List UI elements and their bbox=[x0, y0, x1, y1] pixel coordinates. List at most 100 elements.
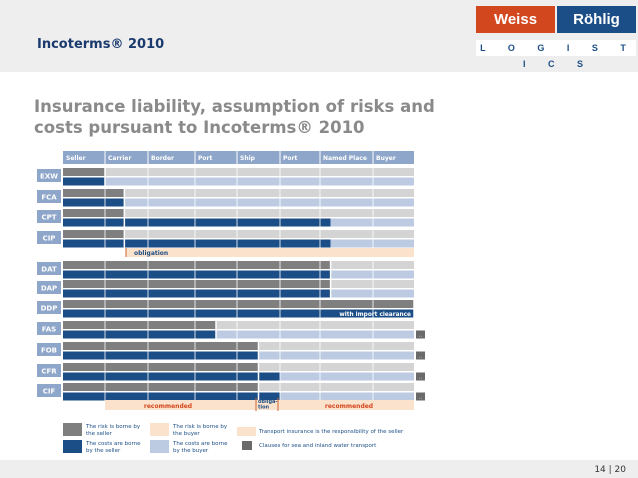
term-code-cip: CIP bbox=[43, 235, 56, 243]
column-header-3: Port bbox=[198, 155, 212, 162]
term-label-box bbox=[37, 210, 61, 223]
cif-insurance-strip bbox=[105, 400, 414, 410]
risk-bar-buyer-cif bbox=[258, 383, 414, 391]
column-header-1: Carrier bbox=[108, 155, 131, 162]
recommended-left-label: recommended bbox=[144, 403, 192, 410]
inland-water-dots: .. bbox=[419, 333, 423, 339]
term-code-fas: FAS bbox=[42, 326, 56, 334]
legend-inland-water-text: Clauses for sea and inland water transpo… bbox=[259, 443, 377, 449]
legend-cost-seller-swatch bbox=[63, 440, 82, 453]
term-code-dap: DAP bbox=[41, 285, 57, 293]
legend-cost-buyer-text: The costs are borne by the buyer bbox=[173, 441, 228, 454]
term-label-box bbox=[37, 322, 61, 335]
legend-inland-water-swatch bbox=[242, 441, 252, 450]
recommended-right-label: recommended bbox=[325, 403, 373, 410]
risk-bar-seller-fob bbox=[63, 342, 259, 350]
logo-tagline: L O G I S T I C S bbox=[476, 40, 636, 69]
cost-bar-buyer-fca bbox=[124, 198, 414, 207]
risk-bar-buyer-fas bbox=[216, 321, 414, 329]
legend-cost-seller-text: The costs are borne by the seller bbox=[86, 441, 141, 454]
cost-bar-seller-cfr bbox=[63, 372, 280, 381]
column-header-2: Border bbox=[151, 155, 174, 162]
term-label-box bbox=[37, 231, 61, 244]
legend-insurance-swatch bbox=[237, 427, 256, 436]
ddp-import-clearance-label: with import clearance bbox=[339, 312, 411, 318]
legend-risk-seller-swatch bbox=[63, 423, 82, 436]
term-code-cif: CIF bbox=[43, 388, 56, 396]
cip-obligation-label: obligation bbox=[134, 250, 168, 257]
page-headline: Insurance liability, assumption of risks… bbox=[34, 97, 435, 137]
inland-water-marker-cif bbox=[416, 392, 425, 401]
term-label-box bbox=[37, 169, 61, 182]
cost-bar-seller-fob bbox=[63, 351, 259, 360]
risk-bar-seller-cfr bbox=[63, 363, 259, 371]
risk-bar-seller-fas bbox=[63, 321, 216, 329]
cost-bar-buyer-exw bbox=[105, 177, 414, 186]
term-label-box bbox=[37, 343, 61, 356]
column-header-6: Named Place bbox=[323, 155, 367, 162]
cost-bar-seller-cif bbox=[63, 392, 280, 401]
risk-bar-buyer-exw bbox=[105, 168, 414, 176]
inland-water-dots: .. bbox=[419, 375, 423, 381]
risk-bar-seller-dat bbox=[63, 261, 331, 269]
cost-bar-buyer-cif bbox=[280, 392, 414, 401]
term-code-cpt: CPT bbox=[41, 214, 56, 222]
term-code-dat: DAT bbox=[41, 266, 57, 274]
cost-bar-buyer-dat bbox=[330, 270, 414, 279]
logo-rohlig: Röhlig bbox=[557, 6, 636, 33]
cost-bar-seller-exw bbox=[63, 177, 105, 186]
inland-water-dots: .. bbox=[419, 354, 423, 360]
risk-bar-seller-ddp bbox=[63, 300, 414, 308]
risk-bar-buyer-fob bbox=[258, 342, 414, 350]
document-title: Incoterms® 2010 bbox=[37, 37, 165, 52]
risk-bar-buyer-dat bbox=[330, 261, 414, 269]
inland-water-dots: .. bbox=[419, 395, 423, 401]
column-header-4: Ship bbox=[240, 155, 256, 162]
term-code-exw: EXW bbox=[40, 173, 58, 181]
cost-bar-buyer-cpt bbox=[330, 218, 414, 227]
risk-bar-seller-dap bbox=[63, 280, 331, 288]
term-label-box bbox=[37, 384, 61, 397]
chart-header-row bbox=[63, 151, 414, 164]
term-code-fob: FOB bbox=[41, 347, 57, 355]
cost-bar-buyer-dap bbox=[330, 289, 414, 298]
cost-bar-buyer-cfr bbox=[280, 372, 414, 381]
cost-bar-seller-fas bbox=[63, 330, 216, 339]
term-label-box bbox=[37, 364, 61, 377]
risk-bar-seller-cif bbox=[63, 383, 259, 391]
column-header-5: Port bbox=[283, 155, 297, 162]
risk-bar-buyer-dap bbox=[330, 280, 414, 288]
term-code-fca: FCA bbox=[41, 194, 57, 202]
cif-obligation-label: obliga-tion bbox=[258, 399, 277, 411]
risk-bar-seller-cip bbox=[63, 230, 125, 238]
risk-bar-buyer-fca bbox=[124, 189, 414, 197]
legend-insurance-text: Transport insurance is the responsibilit… bbox=[259, 429, 404, 435]
cost-bar-seller-dat bbox=[63, 270, 331, 279]
risk-bar-buyer-cip bbox=[124, 230, 414, 238]
risk-bar-seller-exw bbox=[63, 168, 105, 176]
cost-bar-seller-ddp bbox=[63, 309, 414, 318]
inland-water-marker-fas bbox=[416, 330, 425, 339]
legend-risk-seller-text: The risk is borne by the seller bbox=[86, 424, 141, 437]
term-label-box bbox=[37, 301, 61, 314]
cost-bar-seller-dap bbox=[63, 289, 331, 298]
cost-bar-buyer-cip bbox=[330, 239, 414, 248]
term-label-box bbox=[37, 190, 61, 203]
risk-bar-buyer-cfr bbox=[258, 363, 414, 371]
column-header-0: Seller bbox=[66, 155, 86, 162]
legend-cost-buyer-swatch bbox=[150, 440, 169, 453]
inland-water-marker-fob bbox=[416, 351, 425, 360]
cost-bar-buyer-fob bbox=[258, 351, 414, 360]
footer-bar bbox=[0, 460, 638, 478]
term-code-ddp: DDP bbox=[41, 305, 58, 313]
cost-bar-seller-cip bbox=[63, 239, 331, 248]
legend-risk-buyer-swatch bbox=[150, 423, 169, 436]
term-label-box bbox=[37, 262, 61, 275]
term-code-cfr: CFR bbox=[41, 368, 57, 376]
cip-insurance-strip bbox=[126, 248, 414, 257]
risk-bar-seller-fca bbox=[63, 189, 125, 197]
risk-bar-buyer-cpt bbox=[124, 209, 414, 217]
term-label-box bbox=[37, 281, 61, 294]
risk-bar-seller-cpt bbox=[63, 209, 125, 217]
